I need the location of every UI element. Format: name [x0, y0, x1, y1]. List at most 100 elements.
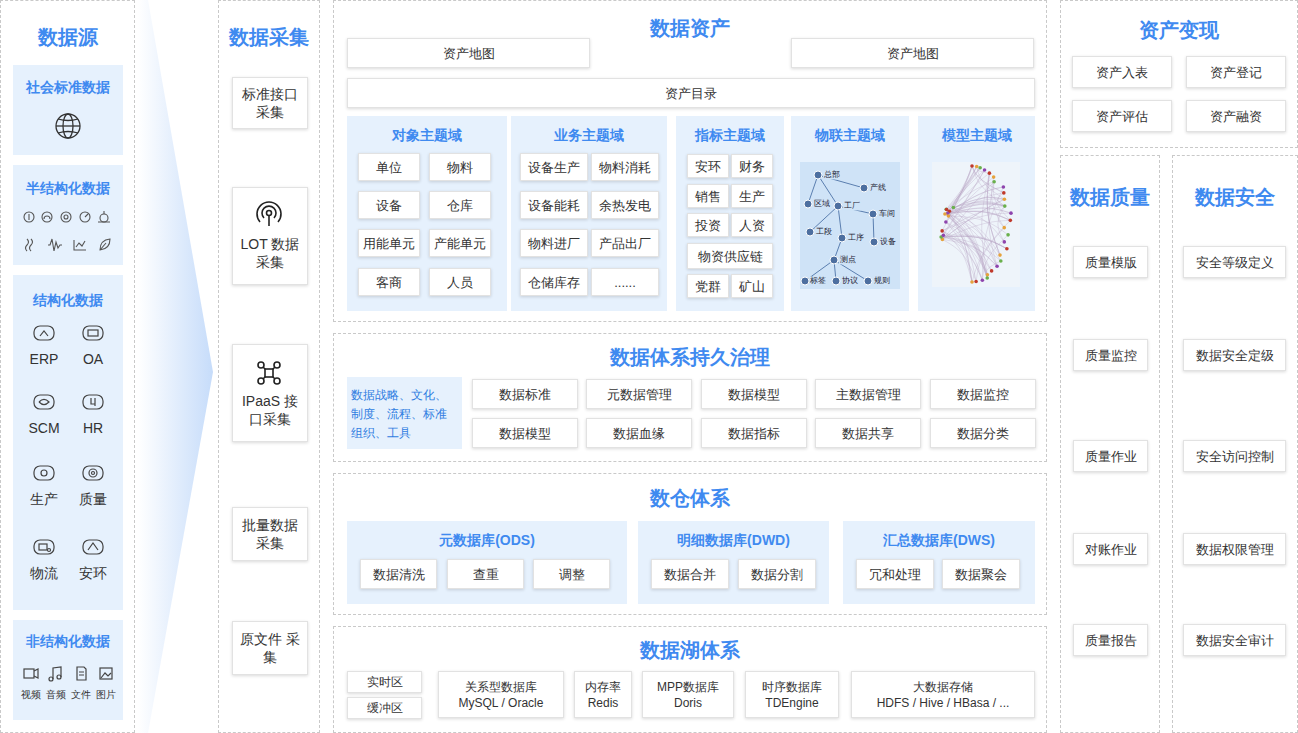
item-text: 物料消耗 [599, 159, 651, 176]
network-stroke [976, 228, 1004, 282]
network-stroke [946, 222, 992, 271]
network-stroke [946, 222, 982, 280]
system-label: HR [83, 420, 103, 436]
item-box: 人资 [731, 213, 773, 237]
network-stroke [987, 173, 1000, 255]
item-box: 销售 [687, 184, 729, 208]
network-dot [939, 235, 943, 239]
section-panel: 数据质量质量模版质量监控质量作业对账作业质量报告 [1060, 155, 1160, 733]
network-stroke [942, 213, 1011, 231]
network-stroke [941, 236, 1007, 248]
item-text: MPP数据库 [657, 679, 719, 695]
network-stroke [998, 206, 1005, 242]
item-text: 仓库 [447, 197, 473, 214]
network-stroke [949, 203, 1004, 211]
network-stroke [942, 239, 976, 281]
item-text: 数据聚会 [955, 566, 1007, 583]
system-label: SCM [28, 420, 59, 436]
heading: 物联主题域 [815, 126, 885, 144]
item-text: 批量数据 采集 [238, 516, 302, 552]
store-box: 大数据存储HDFS / Hive / HBasa / ... [851, 671, 1035, 718]
collect-box: 标准接口 采集 [232, 77, 308, 129]
iot-icon [257, 202, 281, 226]
heading: 数据采集 [229, 25, 309, 49]
collect-box: IPaaS 接口采集 [232, 344, 308, 442]
item-text: 数据标准 [499, 386, 551, 403]
network-stroke [949, 187, 1003, 211]
network-dot [970, 164, 974, 168]
network-dot [1003, 240, 1007, 244]
network-stroke [941, 236, 1007, 248]
group-panel: 模型主题域 [918, 116, 1035, 311]
item-text: TDEngine [765, 695, 818, 711]
item-text: 数据合并 [664, 566, 716, 583]
item-box: 财务 [731, 154, 773, 178]
system-label: 物流 [30, 565, 58, 581]
group-panel: 明细数据库(DWD)数据合并数据分割 [638, 521, 829, 604]
item-text: 资产评估 [1096, 108, 1148, 125]
network-dot [940, 229, 944, 233]
item-text: 安全访问控制 [1196, 448, 1274, 465]
item-text: Doris [674, 695, 702, 711]
network-stroke [949, 166, 972, 211]
network-stroke [945, 208, 1011, 214]
item-box: 调整 [533, 559, 610, 589]
media-label: 音频 [46, 689, 66, 701]
item-text: 余热发电 [599, 197, 651, 214]
heading: 数据安全 [1195, 185, 1275, 209]
network-stroke [998, 193, 1005, 206]
group-panel: 结构化数据 [13, 275, 123, 610]
item-text: 投资 [695, 217, 721, 234]
item-text: 主数据管理 [836, 386, 901, 403]
item-text: 生产 [739, 188, 765, 205]
graph-node-label: 标签 [809, 276, 827, 285]
item-box: 单位 [358, 153, 420, 181]
item-box: 人员 [429, 268, 491, 296]
network-stroke [942, 231, 982, 280]
item-text: ...... [614, 274, 636, 291]
network-stroke [942, 231, 972, 282]
collect-box: 原文件 采集 [232, 621, 308, 675]
heading: 数据质量 [1070, 185, 1150, 209]
network-stroke [953, 197, 1004, 207]
network-dot [944, 220, 948, 224]
item-text: 客商 [376, 274, 402, 291]
item-text: 原文件 采集 [238, 630, 302, 666]
heading: 社会标准数据 [26, 78, 110, 96]
network-stroke [947, 170, 985, 209]
network-dot [990, 269, 994, 273]
item-box: 数据分类 [930, 418, 1036, 448]
system-label: 生产 [30, 491, 58, 507]
item-box: 资产目录 [347, 78, 1035, 108]
item-box: 仓储库存 [520, 268, 588, 296]
network-stroke [946, 168, 980, 209]
item-box: 数据合并 [651, 559, 729, 589]
item-text: 销售 [695, 188, 721, 205]
item-box: 物料 [429, 153, 491, 181]
item-text: 物料进厂 [528, 235, 580, 252]
item-box: 质量监控 [1073, 339, 1148, 371]
heading: 数据湖体系 [640, 638, 740, 662]
zone-box: 缓冲区 [347, 697, 422, 719]
item-box: 数据模型 [701, 379, 807, 409]
graph-node-label: 产线 [869, 183, 887, 192]
item-text: 数据权限管理 [1196, 541, 1274, 558]
network-dot [946, 211, 950, 215]
group-panel: 指标主题域安环财务销售生产投资人资物资供应链党群矿山 [676, 116, 784, 311]
group-panel: 半结构化数据 [13, 165, 123, 265]
graph-node-label: 工厂 [843, 201, 861, 210]
item-box: 数据安全审计 [1183, 624, 1286, 656]
network-stroke [953, 166, 972, 208]
network-stroke [947, 182, 995, 210]
graph-node-label: 区域 [813, 199, 831, 208]
network-dot [942, 234, 946, 238]
item-box: 党群 [687, 274, 729, 298]
item-text: 人员 [447, 274, 473, 291]
heading: 数仓体系 [650, 486, 730, 510]
item-box: 查重 [447, 559, 524, 589]
item-box: 质量作业 [1073, 440, 1148, 472]
item-text: 资产融资 [1210, 108, 1262, 125]
graph-node-label: 测点 [839, 255, 857, 264]
item-text: 人资 [739, 217, 765, 234]
network-stroke [948, 211, 1011, 220]
